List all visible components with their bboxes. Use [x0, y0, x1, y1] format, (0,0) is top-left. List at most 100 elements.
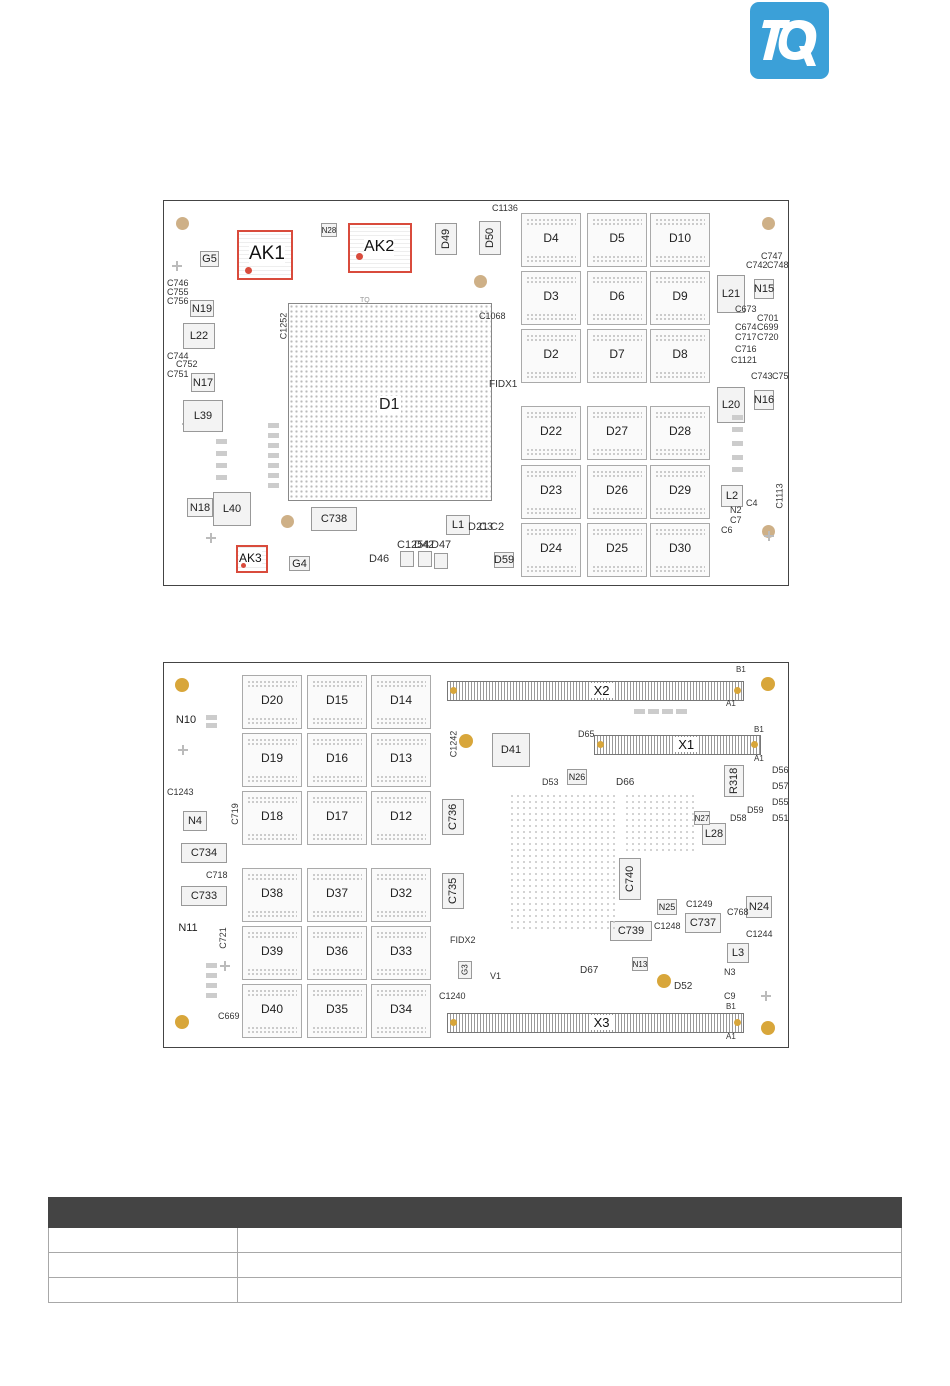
fidx2-label: FIDX2 — [450, 935, 476, 945]
tq-mark: TQ — [360, 297, 370, 304]
mounting-hole — [657, 974, 671, 988]
component-c738: C738 — [311, 507, 357, 531]
ram-chip: D8 — [650, 329, 710, 383]
ref-label: C1242 — [448, 730, 459, 758]
component-n16: N16 — [754, 390, 774, 410]
connector-x3: X3 — [447, 1013, 744, 1033]
connector-x2-label: X2 — [589, 683, 614, 698]
mounting-hole — [175, 1015, 189, 1029]
table-header — [48, 1197, 902, 1228]
fiducial-icon — [764, 531, 774, 541]
ak2-marker: AK2 — [348, 223, 412, 273]
ref-label: C1113 — [774, 483, 785, 509]
fiducial-icon — [220, 961, 230, 971]
table-cell — [48, 1252, 238, 1278]
ram-chip: D40 — [242, 984, 302, 1038]
component-g4: G4 — [289, 556, 310, 571]
ram-chip: D37 — [307, 868, 367, 922]
connector-x2: X2 — [447, 681, 744, 701]
ref-label: C752 — [176, 359, 198, 369]
passive-field — [509, 793, 619, 933]
pin-label: A1 — [726, 1032, 736, 1041]
connector-x1-label: X1 — [674, 737, 699, 752]
ref-label: C716 — [735, 344, 757, 354]
ram-chip: D20 — [242, 675, 302, 729]
ref-label: C1249 — [686, 899, 713, 909]
ref-label: C720 — [757, 332, 779, 342]
ram-chip: D22 — [521, 406, 581, 460]
component-l21: L21 — [717, 275, 745, 313]
ak3-label: AK3 — [239, 551, 262, 565]
table-cell — [237, 1277, 902, 1303]
ref-label: D56 — [772, 765, 789, 775]
ref-label: C750 — [772, 371, 789, 381]
mounting-hole — [175, 678, 189, 692]
ref-label: C9 — [724, 991, 736, 1001]
mounting-hole-j2 — [281, 515, 294, 528]
fiducial-icon — [206, 533, 216, 543]
component-c734: C734 — [181, 843, 227, 863]
data-table — [48, 1197, 902, 1303]
mounting-hole — [176, 217, 189, 230]
passive-field — [624, 793, 694, 853]
ref-label: C2 — [490, 521, 505, 533]
pin-label: B1 — [754, 725, 764, 734]
ref-label: C721 — [217, 927, 228, 949]
ref-label: C1243 — [167, 787, 194, 797]
ref-label: C701 — [757, 313, 779, 323]
component-l3: L3 — [727, 943, 749, 963]
ref-label: C673 — [735, 304, 757, 314]
ram-chip: D9 — [650, 271, 710, 325]
component-l40: L40 — [213, 492, 251, 526]
ref-label: C1068 — [479, 311, 506, 321]
component-n27: N27 — [694, 811, 710, 825]
ref-label: D59 — [747, 805, 764, 815]
ref-label: C6 — [721, 525, 733, 535]
ram-chip: D13 — [371, 733, 431, 787]
pcb-bottom-view: X2 X1 X3 B1 A1 B1 A1 B1 A1 D20 D15 D14 D… — [163, 662, 789, 1048]
ref-label: D51 — [772, 813, 789, 823]
table-row — [48, 1252, 902, 1278]
ram-chip: D18 — [242, 791, 302, 845]
ram-chip: D36 — [307, 926, 367, 980]
ram-chip: D25 — [587, 523, 647, 577]
ram-chip: D6 — [587, 271, 647, 325]
ram-chip: D32 — [371, 868, 431, 922]
component-g5: G5 — [200, 251, 219, 267]
fidx1-label: FIDX1 — [489, 379, 518, 390]
soc-d1: D1 — [288, 303, 492, 501]
ref-label: C718 — [206, 870, 228, 880]
ram-chip: D23 — [521, 465, 581, 519]
ram-chip: D34 — [371, 984, 431, 1038]
ram-chip: D3 — [521, 271, 581, 325]
ram-chip: D29 — [650, 465, 710, 519]
component-n25: N25 — [657, 899, 677, 915]
component-c740: C740 — [619, 858, 641, 900]
pin-label: A1 — [726, 699, 736, 708]
ram-chip: D33 — [371, 926, 431, 980]
ram-chip: D17 — [307, 791, 367, 845]
ref-label: C755 — [167, 287, 189, 297]
ref-label: C1244 — [746, 929, 773, 939]
tq-logo: TQ — [750, 2, 829, 79]
ref-label: C751 — [167, 369, 189, 379]
ref-label: C747 — [761, 251, 783, 261]
table-row — [48, 1277, 902, 1303]
component-d47 — [418, 551, 432, 567]
ram-chip: D30 — [650, 523, 710, 577]
component-n24: N24 — [746, 896, 772, 918]
component-n10: N10 — [175, 714, 197, 726]
component-d46 — [434, 553, 448, 569]
mounting-hole — [762, 217, 775, 230]
component-d49: D49 — [435, 223, 457, 255]
mounting-hole — [459, 734, 473, 748]
ram-chip: D4 — [521, 213, 581, 267]
ref-label: D47 — [431, 539, 452, 551]
component-d50: D50 — [479, 221, 501, 255]
component-n13: N13 — [632, 957, 648, 971]
component-n4: N4 — [183, 811, 207, 831]
ref-label: C744 — [167, 351, 189, 361]
ref-label: C1252 — [278, 312, 289, 340]
ram-chip: D27 — [587, 406, 647, 460]
component-l20: L20 — [717, 387, 745, 423]
